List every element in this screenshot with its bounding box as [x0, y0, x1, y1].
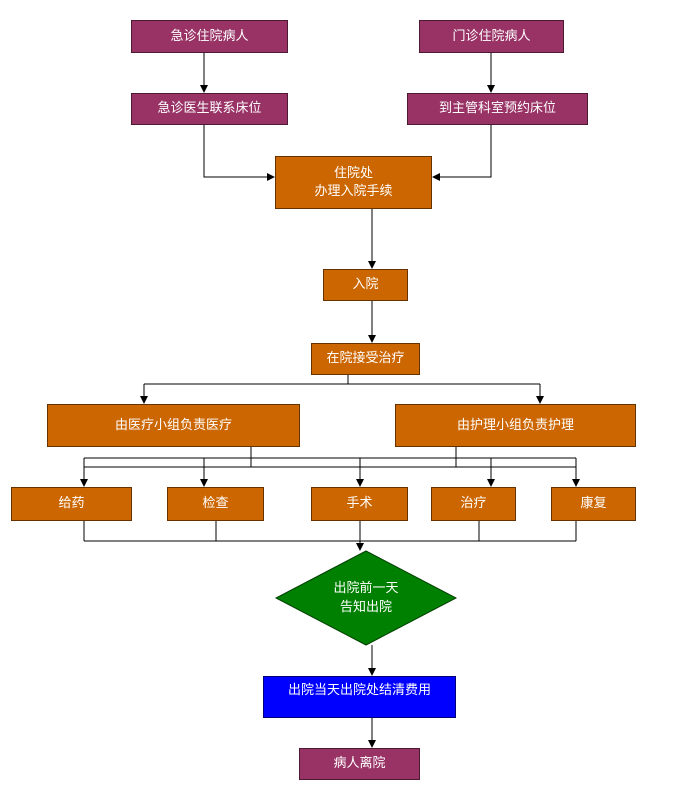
node-label: 由医疗小组负责医疗	[114, 417, 232, 433]
node-er-patient: 急诊住院病人	[131, 20, 288, 53]
node-discharge-notice: 出院前一天 告知出院	[296, 572, 436, 624]
node-label: 门诊住院病人	[452, 28, 531, 44]
node-treatment-in-hospital: 在院接受治疗	[311, 343, 420, 375]
node-label: 入院	[352, 277, 379, 292]
node-rehabilitation: 康复	[551, 487, 636, 521]
node-label: 急诊医生联系床位	[157, 101, 262, 116]
node-label: 给药	[58, 496, 85, 511]
node-label: 出院当天出院处结清费用	[287, 683, 431, 698]
connector	[203, 125, 275, 181]
node-therapy: 治疗	[431, 487, 516, 521]
node-label-line2: 告知出院	[339, 600, 392, 615]
node-label: 由护理小组负责护理	[456, 417, 574, 433]
node-label: 到主管科室预约床位	[438, 101, 556, 116]
node-admission-office: 住院处 办理入院手续	[275, 156, 432, 209]
node-dept-reserve-bed: 到主管科室预约床位	[407, 93, 588, 125]
connector	[432, 125, 492, 181]
node-label: 康复	[580, 496, 607, 511]
node-label: 急诊住院病人	[170, 28, 249, 44]
node-label: 在院接受治疗	[326, 351, 405, 366]
discharge-decision-diamond	[274, 550, 458, 646]
node-label-line1: 住院处	[333, 165, 373, 181]
node-surgery: 手术	[311, 487, 408, 521]
node-patient-leaves: 病人离院	[299, 748, 420, 780]
node-nursing-team: 由护理小组负责护理	[395, 404, 636, 447]
node-label-line1: 出院前一天	[333, 581, 399, 596]
node-label: 治疗	[460, 496, 487, 511]
node-admitted: 入院	[323, 269, 408, 301]
node-label: 病人离院	[333, 756, 386, 771]
node-label: 检查	[202, 496, 229, 511]
node-medical-team: 由医疗小组负责医疗	[47, 404, 300, 447]
node-examination: 检查	[167, 487, 264, 521]
node-er-doctor-bed: 急诊医生联系床位	[131, 93, 288, 125]
node-settle-fees: 出院当天出院处结清费用	[263, 676, 456, 718]
node-label-line2: 办理入院手续	[314, 183, 393, 199]
node-medication: 给药	[11, 487, 132, 521]
node-label: 手术	[346, 496, 373, 511]
node-outpatient: 门诊住院病人	[419, 20, 564, 53]
